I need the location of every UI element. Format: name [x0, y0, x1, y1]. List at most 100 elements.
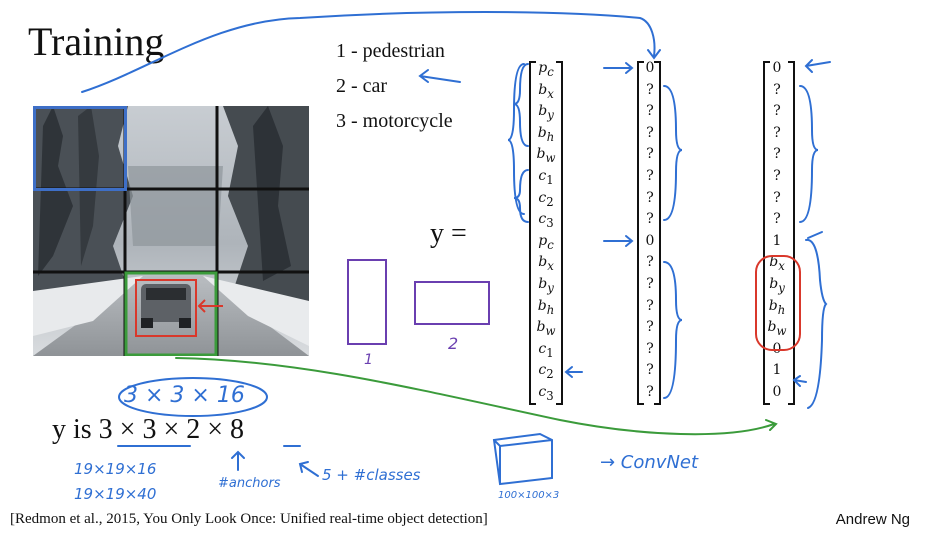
classes-note: 5 + #classes [322, 466, 421, 484]
input-size-note: 100×100×3 [498, 490, 560, 501]
vector-b-entry-bh: bh [768, 297, 786, 317]
vector-b-entry: ? [773, 124, 781, 141]
vector-b-entry: 1 [772, 362, 782, 379]
author-name: Andrew Ng [835, 511, 910, 528]
arrow-c2 [564, 366, 583, 378]
y-equals-label: y = [430, 218, 467, 249]
bracket-b-left [763, 61, 770, 405]
brace-b-1 [799, 85, 819, 223]
target-vector-b: 0 ? ? ? ? ? ? ? 1 bx by bh bw 0 1 0 [762, 58, 792, 404]
vector-a-entry: ? [646, 146, 654, 163]
vector-a-entry: 0 [645, 232, 655, 249]
photo-image [33, 106, 309, 356]
brace-labels-2 [513, 63, 529, 147]
green-curve [175, 357, 778, 436]
class-item: 3 - motorcycle [336, 110, 453, 132]
label-bw: bw [536, 319, 556, 338]
vector-b-entry: 0 [772, 60, 782, 76]
convnet-box [492, 432, 553, 486]
vector-a-entry: ? [646, 383, 654, 400]
car-arrow-icon [418, 69, 461, 83]
vector-a-entry: ? [646, 81, 654, 98]
vector-b-entry: 1 [772, 232, 782, 249]
label-bx: bx [538, 81, 554, 101]
label-c2: c2 [538, 362, 554, 382]
arrow-pc2 [603, 235, 634, 247]
bracket-a-right [654, 61, 661, 405]
label-c1: c1 [538, 340, 554, 360]
vector-b-entry: ? [773, 81, 781, 98]
bracket-labels-right [556, 61, 563, 405]
label-bh: bh [537, 124, 555, 144]
vector-a-entry: ? [646, 189, 654, 206]
bracket-labels-left [529, 61, 536, 405]
class-list: 1 - pedestrian 2 - car 3 - motorcycle [336, 34, 453, 139]
anchor-box-1 [347, 259, 387, 345]
convnet-note: → ConvNet [600, 452, 699, 473]
label-c3: c3 [538, 211, 554, 230]
label-pc: pc [538, 232, 554, 252]
slide-title: Training [28, 19, 165, 64]
vector-b-entry: 0 [772, 383, 782, 400]
arrow-pc1 [603, 62, 634, 74]
anchors-note: #anchors [218, 476, 281, 491]
vector-a-entry: ? [646, 124, 654, 141]
anchor-label-1: 1 [364, 352, 373, 368]
vector-b-entry: 0 [772, 340, 782, 357]
vector-a-entry: ? [646, 275, 654, 292]
class-item: 1 - pedestrian [336, 40, 445, 62]
road-photo [33, 106, 309, 356]
anchors-arrow [231, 450, 245, 471]
vector-b-entry: ? [773, 103, 781, 120]
bracket-b-right [788, 61, 795, 405]
vector-a-entry: ? [646, 297, 654, 314]
vector-a-entry: ? [646, 319, 654, 336]
vector-a-entry: ? [646, 103, 654, 120]
label-bx: bx [538, 254, 554, 274]
label-bw: bw [536, 146, 556, 166]
label-by: by [538, 103, 554, 122]
brace-a-1 [663, 85, 683, 221]
vector-a-entry: ? [646, 362, 654, 379]
vector-a-entry: ? [646, 211, 654, 228]
vector-a-entry: ? [646, 340, 654, 357]
vector-b-entry-bw: bw [767, 319, 787, 338]
highlight-box-coords [755, 255, 801, 351]
vector-a-entry: ? [646, 254, 654, 271]
vector-b-entry: ? [773, 146, 781, 163]
brace-labels-3 [513, 169, 529, 223]
circle-3x3x16 [118, 377, 268, 417]
arrow-b-mid [807, 231, 823, 239]
grid-output-note: 3 × 3 × 16 [124, 383, 245, 408]
alt-shape-1: 19×19×16 [74, 460, 157, 478]
vector-b-entry: ? [773, 167, 781, 184]
label-vector: pc bx by bh bw c1 c2 c3 pc bx by bh bw c… [532, 58, 560, 404]
vector-b-entry: ? [773, 189, 781, 206]
label-c1: c1 [538, 167, 554, 187]
vector-b-entry-by: by [769, 275, 785, 295]
class-item: 2 - car [336, 75, 388, 97]
anchor-label-2: 2 [448, 334, 459, 353]
vector-a-entry: 0 [645, 60, 655, 76]
citation: [Redmon et al., 2015, You Only Look Once… [10, 511, 488, 527]
brace-labels-1 [507, 63, 525, 215]
alt-shape-2: 19×19×40 [74, 485, 157, 503]
classes-arrow [298, 461, 319, 477]
vector-b-entry-bx: bx [769, 254, 785, 274]
brace-b-2 [805, 238, 828, 409]
anchor-box-2 [414, 281, 490, 325]
label-c2: c2 [538, 189, 554, 209]
brace-a-2 [663, 261, 683, 399]
vector-b-entry: ? [773, 211, 781, 228]
label-c3: c3 [538, 383, 554, 403]
arrow-b-top [804, 59, 831, 73]
label-by: by [538, 275, 554, 295]
label-pc: pc [538, 60, 554, 79]
label-bh: bh [537, 297, 555, 317]
bracket-a-left [637, 61, 644, 405]
target-vector-a: 0 ? ? ? ? ? ? ? 0 ? ? ? ? ? ? ? [640, 58, 660, 404]
output-shape: y is 3 × 3 × 2 × 8 [52, 414, 245, 445]
arrow-b-1 [792, 375, 807, 387]
vector-a-entry: ? [646, 167, 654, 184]
